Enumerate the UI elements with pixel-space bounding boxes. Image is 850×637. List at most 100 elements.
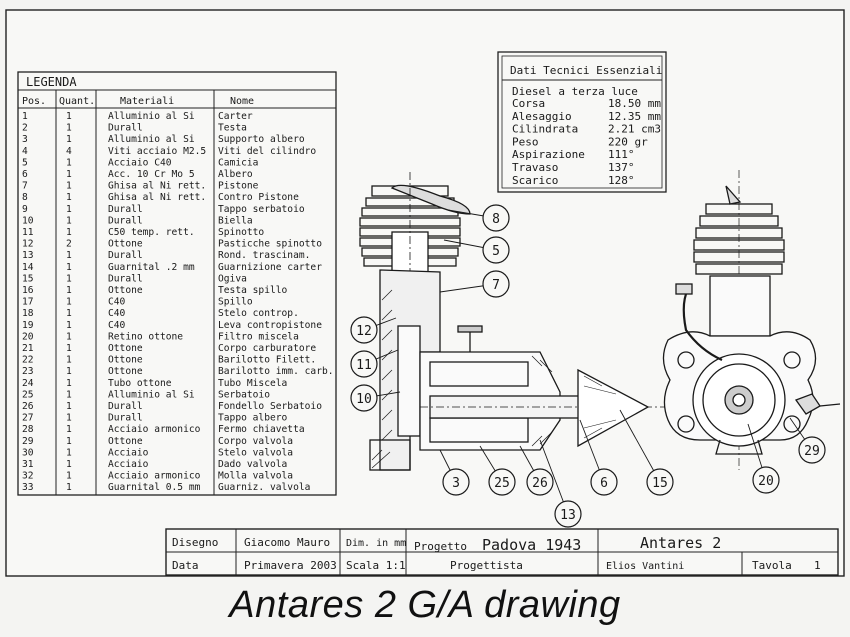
legend-cell: Ottone (108, 285, 143, 296)
legend-cell: Fondello Serbatoio (218, 401, 322, 412)
legend-cell: 1 (66, 413, 72, 424)
legend-cell: Guarnizione carter (218, 262, 322, 273)
legend-cell: Carter (218, 111, 253, 122)
legend-cell: 1 (66, 285, 72, 296)
legend-cell: Rond. trascinam. (218, 250, 310, 261)
spec-label: Aspirazione (512, 148, 585, 161)
legend-cell: 1 (66, 308, 72, 319)
callout-label: 25 (494, 476, 510, 491)
legend-title: LEGENDA (26, 75, 77, 89)
callout-circle (350, 316, 378, 344)
data-label: Data (172, 559, 199, 572)
callout-label: 13 (560, 508, 576, 523)
legend-header-pos: Pos. (22, 96, 46, 107)
legend-cell: 1 (66, 424, 72, 435)
legend-header-quant: Quant. (59, 96, 95, 107)
legend-cell: 27 (22, 413, 34, 424)
legend-cell: Testa (218, 123, 247, 134)
legend-cell: Durall (108, 250, 143, 261)
legend-cell: Guarnital .2 mm (108, 262, 195, 273)
legend-cell: C40 (108, 320, 126, 331)
legend-header-nome: Nome (230, 96, 254, 107)
legend-cell: Guarnital 0.5 mm (108, 482, 201, 493)
legend-cell: Molla valvola (218, 471, 293, 482)
legend-cell: Ottone (108, 355, 143, 366)
legend-cell: 1 (66, 471, 72, 482)
legend-cell: Barilotto imm. carb. (218, 366, 334, 377)
progettista-value: Elios Vantini (606, 561, 684, 572)
legend-cell: Ottone (108, 366, 143, 377)
legend-cell: 2 (22, 123, 28, 134)
legend-cell: 1 (66, 343, 72, 354)
legend-cell: Acciaio (108, 459, 149, 470)
legend-cell: Durall (108, 401, 143, 412)
disegno-value: Giacomo Mauro (244, 536, 330, 549)
spec-value: 2.21 cm3 (608, 123, 661, 136)
callout-circle (350, 350, 378, 378)
legend-cell: Barilotto Filett. (218, 355, 316, 366)
title-block: Disegno Giacomo Mauro Dim. in mm Progett… (165, 528, 839, 576)
legend-cell: Durall (108, 123, 143, 134)
legend-cell: 1 (66, 447, 72, 458)
legend-cell: 14 (22, 262, 34, 273)
spec-label: Travaso (512, 161, 558, 174)
legend-cell: 8 (22, 192, 28, 203)
legend-cell: Acciaio armonico (108, 471, 201, 482)
legend-cell: 31 (22, 459, 34, 470)
callout-label: 26 (532, 476, 548, 491)
legend-cell: Alluminio al Si (108, 134, 195, 145)
legend-cell: 23 (22, 366, 34, 377)
legend-cell: Spillo (218, 297, 253, 308)
legend-cell: 33 (22, 482, 34, 493)
legend-cell: 1 (66, 459, 72, 470)
callout-circle (482, 270, 510, 298)
legend-cell: 1 (66, 215, 72, 226)
progetto-label: Progetto (414, 540, 467, 553)
drawing-name: Antares 2 (640, 534, 721, 552)
legend-cell: 1 (66, 482, 72, 493)
legend-cell: 4 (22, 146, 28, 157)
spec-value: 128° (608, 174, 635, 187)
legend-cell: Fermo chiavetta (218, 424, 305, 435)
legend-cell: 2 (66, 239, 72, 250)
spec-value: 12.35 mm (608, 110, 661, 123)
spec-value: 111° (608, 148, 635, 161)
legend-cell: 1 (66, 192, 72, 203)
legend-cell: 1 (66, 262, 72, 273)
legend-header-materiali: Materiali (120, 96, 174, 107)
legend-cell: Albero (218, 169, 253, 180)
legend-cell: Tubo Miscela (218, 378, 287, 389)
legend-cell: Acc. 10 Cr Mo 5 (108, 169, 195, 180)
legend-cell: Tappo albero (218, 413, 288, 424)
callout-circle (442, 468, 470, 496)
legend-cell: 1 (66, 389, 72, 400)
callout-circle (482, 204, 510, 232)
legend-cell: Ottone (108, 343, 143, 354)
specs-title: Dati Tecnici Essenziali (510, 64, 662, 77)
legend-cell: Corpo valvola (218, 436, 293, 447)
legend-cell: 28 (22, 424, 34, 435)
legend-cell: Ogiva (218, 273, 247, 284)
legend-cell: 21 (22, 343, 34, 354)
legend-cell: Ottone (108, 436, 143, 447)
legend-cell: 30 (22, 447, 34, 458)
legend-cell: 1 (66, 366, 72, 377)
legend-cell: 16 (22, 285, 34, 296)
legend-cell: 1 (66, 320, 72, 331)
legend-cell: 20 (22, 331, 34, 342)
legend-cell: 6 (22, 169, 28, 180)
callout-circle (646, 468, 674, 496)
legend-cell: Alluminio al Si (108, 111, 195, 122)
legend-cell: Leva contropistone (218, 320, 322, 331)
legend-cell: C40 (108, 308, 126, 319)
legend-cell: Filtro miscela (218, 331, 299, 342)
callout-label: 29 (804, 444, 820, 459)
legend-cell: Corpo carburatore (218, 343, 316, 354)
legend-cell: 1 (66, 157, 72, 168)
callout-label: 20 (758, 474, 774, 489)
tavola-label: Tavola (752, 559, 792, 572)
spec-value: 18.50 mm (608, 97, 661, 110)
